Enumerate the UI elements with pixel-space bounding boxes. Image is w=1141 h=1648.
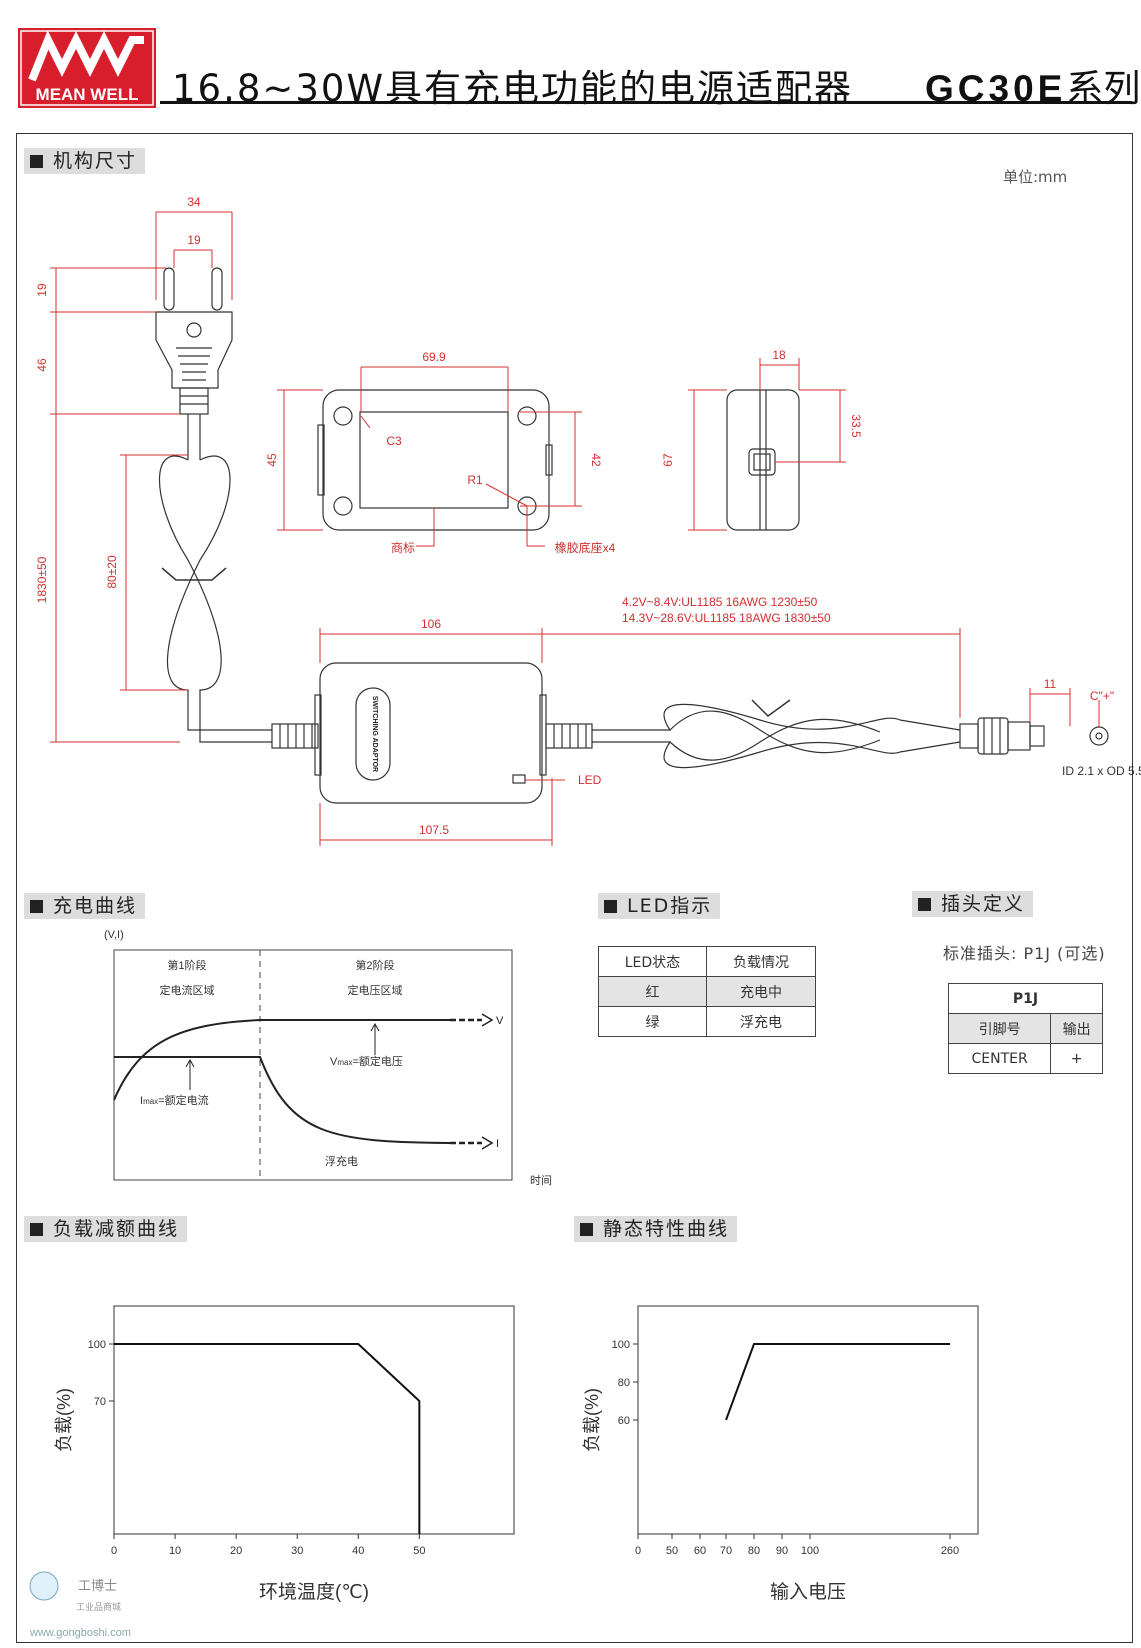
label-logo: 商标 (391, 540, 415, 555)
x-tick-label: 20 (230, 1545, 242, 1557)
x-tick-label: 0 (635, 1545, 641, 1557)
dim-34: 34 (187, 195, 201, 209)
y-tick-label: 70 (94, 1396, 106, 1408)
led-table: LED状态负载情况 红充电中 绿浮充电 (598, 946, 817, 1037)
label-center: C"+" (1090, 689, 1114, 703)
svg-text:Vmax=额定电压: Vmax=额定电压 (330, 1054, 403, 1068)
section-mechanical: 机构尺寸 (24, 148, 146, 174)
label-led: LED (578, 773, 602, 787)
section-charge-curve: 充电曲线 (24, 893, 146, 919)
x-axis-label: 输入电压 (770, 1581, 846, 1603)
section-derating: 负载减额曲线 (24, 1216, 188, 1242)
dim-46: 46 (35, 358, 49, 372)
plot-frame (113, 1305, 515, 1535)
section-plug: 插头定义 (912, 891, 1034, 917)
table-row: P1J (948, 983, 1103, 1014)
dim-19-height: 19 (35, 283, 49, 297)
content-frame (16, 133, 1133, 1643)
section-static: 静态特性曲线 (574, 1216, 738, 1242)
label-c3: C3 (386, 434, 402, 448)
dim-18: 18 (772, 348, 786, 362)
dim-42: 42 (589, 453, 603, 467)
plug-note: 标准插头: P1J (可选) (943, 944, 1106, 963)
x-tick-label: 50 (666, 1545, 678, 1557)
x-tick-label: 80 (748, 1545, 760, 1557)
plug-table: P1J 引脚号输出 CENTER+ (947, 983, 1103, 1074)
charge-curve-chart: (V,I) 第1阶段 定电流区域 第2阶段 定电压区域 V I Imax=额定电… (104, 929, 552, 1187)
dim-69-9: 69.9 (422, 350, 446, 364)
svg-text:第1阶段: 第1阶段 (167, 958, 206, 972)
svg-text:I: I (496, 1138, 499, 1150)
svg-text:工博士: 工博士 (78, 1578, 117, 1593)
dim-19-width: 19 (187, 233, 201, 247)
table-row: 绿浮充电 (598, 1006, 817, 1037)
dim-106: 106 (421, 617, 441, 631)
svg-text:时间: 时间 (530, 1174, 552, 1187)
svg-text:Imax=额定电流: Imax=额定电流 (140, 1093, 209, 1107)
y-tick-label: 100 (88, 1339, 106, 1351)
x-tick-label: 30 (291, 1545, 303, 1557)
cable-spec-2: 14.3V~28.6V:UL1185 18AWG 1830±50 (622, 611, 831, 625)
dim-45: 45 (265, 453, 279, 467)
x-tick-label: 50 (413, 1545, 425, 1557)
unit-label: 单位:mm (1003, 168, 1068, 186)
x-tick-label: 100 (801, 1545, 819, 1557)
svg-text:定电流区域: 定电流区域 (160, 983, 215, 997)
svg-text:浮充电: 浮充电 (325, 1154, 358, 1168)
cable-spec-1: 4.2V~8.4V:UL1185 16AWG 1230±50 (622, 595, 818, 609)
section-led: LED指示 (598, 893, 721, 919)
watermark: 工博士 工业品商城 www.gongboshi.com (29, 1571, 131, 1639)
x-tick-label: 40 (352, 1545, 364, 1557)
svg-text:www.gongboshi.com: www.gongboshi.com (29, 1627, 131, 1639)
series-line (114, 1343, 421, 1534)
y-axis-label: 负载(%) (582, 1388, 602, 1452)
svg-text:(V,I): (V,I) (104, 929, 124, 941)
y-tick-label: 60 (618, 1415, 630, 1427)
label-rubber-feet: 橡胶底座x4 (555, 540, 616, 555)
dim-11: 11 (1044, 677, 1057, 691)
mean-well-logo: MEAN WELL (18, 28, 156, 108)
y-axis-label: 负载(%) (54, 1388, 74, 1452)
x-axis-label: 环境温度(℃) (259, 1581, 369, 1603)
header-rule (160, 101, 1132, 104)
series-line (725, 1343, 950, 1421)
plot-frame (637, 1305, 979, 1535)
svg-text:V: V (496, 1015, 504, 1027)
derating-chart: 0 10 20 30 40 50 70 100 负载(%) 环境温度(℃) (54, 1305, 515, 1603)
dc-spec: ID 2.1 x OD 5.5 (1062, 764, 1141, 778)
x-tick-label: 0 (111, 1545, 117, 1557)
label-r1: R1 (467, 473, 483, 487)
table-row: LED状态负载情况 (598, 946, 817, 977)
x-tick-label: 260 (941, 1545, 959, 1557)
table-row: CENTER+ (947, 1043, 1103, 1074)
brand-name: MEAN WELL (36, 85, 139, 104)
dim-67: 67 (661, 453, 675, 467)
x-tick-label: 70 (720, 1545, 732, 1557)
y-tick-label: 100 (612, 1339, 630, 1351)
x-tick-label: 10 (169, 1545, 181, 1557)
dim-33-5: 33.5 (849, 414, 863, 438)
dim-107-5: 107.5 (419, 823, 449, 837)
dim-80: 80±20 (105, 555, 119, 589)
svg-text:定电压区域: 定电压区域 (348, 983, 403, 997)
case-label: SWITCHING ADAPTOR (371, 696, 378, 772)
x-tick-label: 60 (694, 1545, 706, 1557)
table-row: 引脚号输出 (947, 1013, 1103, 1044)
dim-1830: 1830±50 (35, 556, 49, 603)
mechanical-drawing: 34 19 19 46 1830±50 80±20 69.9 45 42 C3 … (35, 195, 1141, 846)
x-tick-label: 90 (776, 1545, 788, 1557)
static-chart: 0 50 60 70 80 90 100 260 60 80 100 负载(%) 输入电压 (582, 1305, 979, 1603)
y-tick-label: 80 (618, 1377, 630, 1389)
svg-text:第2阶段: 第2阶段 (355, 958, 394, 972)
table-row: 红充电中 (598, 976, 817, 1007)
svg-text:工业品商城: 工业品商城 (76, 1601, 121, 1612)
